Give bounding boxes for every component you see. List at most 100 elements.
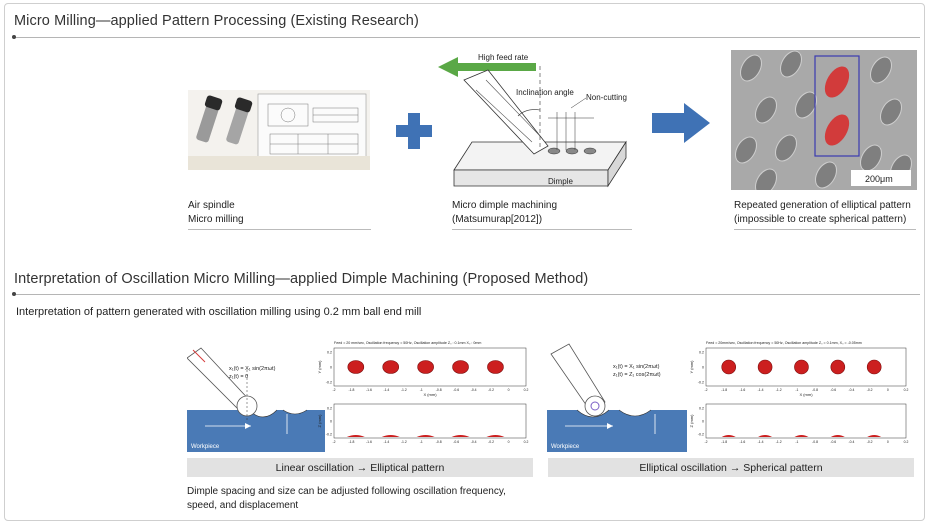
x-tick-label: -1 bbox=[795, 388, 798, 392]
x-tick-label: -0.4 bbox=[849, 440, 855, 444]
y-tick-label: -0.2 bbox=[698, 381, 704, 385]
x-tick-label: -1.6 bbox=[739, 440, 745, 444]
y-axis-label: Y (mm) bbox=[689, 360, 694, 374]
x-tick-label: -0.6 bbox=[453, 388, 459, 392]
feed-label: High feed rate bbox=[478, 53, 529, 62]
col1-underline bbox=[188, 229, 371, 230]
dimple-profile-mark bbox=[830, 435, 845, 437]
z-axis-label: Z (mm) bbox=[689, 414, 694, 428]
x-tick-label: -1.2 bbox=[401, 388, 407, 392]
note-line2: speed, and displacement bbox=[187, 500, 299, 511]
x-tick-label: 0 bbox=[887, 388, 889, 392]
dimple-profile-mark bbox=[346, 435, 365, 437]
linear-eq2: z₁(t) = 0 bbox=[229, 374, 248, 380]
x-tick-label: -1.4 bbox=[383, 388, 389, 392]
dimple-profile-mark bbox=[867, 435, 882, 437]
linear-eq1: x₁(t) = X₁ sin(2πωt) bbox=[229, 366, 276, 372]
z-axis-label: Z (mm) bbox=[317, 414, 322, 428]
plot-title: Feed = 20mm/sec, Oscillation frequency =… bbox=[706, 341, 862, 345]
dimple-mark bbox=[417, 360, 434, 374]
feed-direction-arrow bbox=[438, 57, 536, 77]
x-tick-label: 0 bbox=[508, 440, 510, 444]
y-tick-label: 0.2 bbox=[327, 407, 332, 411]
x-tick-label: -0.8 bbox=[812, 440, 818, 444]
x-tick-label: -0.4 bbox=[471, 440, 477, 444]
dimple-profile-mark bbox=[381, 435, 400, 437]
x-tick-label: -0.8 bbox=[812, 388, 818, 392]
linear-oscillation-plots: Feed = 20 mm/sec, Oscillation frequency … bbox=[317, 341, 529, 444]
col2-caption-line1: Micro dimple machining bbox=[452, 200, 558, 211]
scale-bar-label: 200μm bbox=[865, 174, 893, 184]
x-tick-label: -0.4 bbox=[849, 388, 855, 392]
x-tick-label: -0.8 bbox=[436, 440, 442, 444]
section-1-divider-dot bbox=[12, 35, 16, 39]
col1-caption-line1: Air spindle bbox=[188, 200, 235, 211]
dimple-profile-mark bbox=[721, 435, 736, 437]
elliptical-eq2: z₁(t) = Z₁ cos(2πωt) bbox=[613, 372, 661, 378]
plot-bottom-frame bbox=[705, 403, 907, 439]
dimple-mark bbox=[757, 359, 773, 375]
y-axis-label: Y (mm) bbox=[317, 360, 322, 374]
elliptical-oscillation-plots: Feed = 20mm/sec, Oscillation frequency =… bbox=[689, 341, 909, 444]
x-tick-label: -1 bbox=[795, 440, 798, 444]
y-tick-label: 0 bbox=[330, 366, 332, 370]
x-tick-label: -1.2 bbox=[776, 440, 782, 444]
dimple-mark bbox=[347, 360, 365, 374]
linear-workpiece-label: Workpiece bbox=[191, 444, 220, 450]
x-tick-label: -1.2 bbox=[776, 388, 782, 392]
col3-caption-line1: Repeated generation of elliptical patter… bbox=[734, 200, 911, 211]
x-tick-label: -0.8 bbox=[436, 388, 442, 392]
x-tick-label: -2 bbox=[332, 388, 335, 392]
dimple-profile-mark bbox=[758, 435, 773, 437]
x-tick-label: -1.6 bbox=[366, 388, 372, 392]
x-tick-label: -1 bbox=[420, 388, 423, 392]
section-2-intro: Interpretation of pattern generated with… bbox=[16, 306, 422, 318]
x-tick-label: -1.4 bbox=[758, 440, 764, 444]
col1-caption-line2: Micro milling bbox=[188, 214, 244, 225]
x-tick-label: -0.2 bbox=[867, 388, 873, 392]
x-tick-label: -2 bbox=[704, 388, 707, 392]
col3-underline bbox=[734, 229, 916, 230]
x-tick-label: -0.6 bbox=[830, 440, 836, 444]
x-tick-label: -0.2 bbox=[488, 388, 494, 392]
y-tick-label: 0.2 bbox=[699, 351, 704, 355]
noncutting-label: Non-cutting bbox=[586, 93, 627, 102]
x-tick-label: 0 bbox=[887, 440, 889, 444]
dimple-mark bbox=[866, 359, 882, 375]
x-tick-label: -0.6 bbox=[453, 440, 459, 444]
note-line1: Dimple spacing and size can be adjusted … bbox=[187, 486, 506, 497]
y-tick-label: -0.2 bbox=[698, 433, 704, 437]
x-tick-label: -0.2 bbox=[867, 440, 873, 444]
x-tick-label: 0.2 bbox=[524, 440, 529, 444]
x-tick-label: -1 bbox=[420, 440, 423, 444]
plot-bottom-frame bbox=[333, 403, 527, 439]
y-tick-label: 0.2 bbox=[699, 407, 704, 411]
x-tick-label: 0.2 bbox=[904, 440, 909, 444]
dimple-label: Dimple bbox=[548, 177, 573, 186]
x-tick-label: -0.2 bbox=[488, 440, 494, 444]
section-2-title: Interpretation of Oscillation Micro Mill… bbox=[14, 271, 589, 287]
dimple-profile-mark bbox=[451, 435, 470, 437]
x-tick-label: -0.4 bbox=[471, 388, 477, 392]
x-tick-label: -1.4 bbox=[383, 440, 389, 444]
elliptical-pattern-micrograph: 200μm bbox=[731, 50, 917, 190]
x-tick-label: 0.2 bbox=[524, 388, 529, 392]
dimple-mark bbox=[487, 360, 504, 374]
y-tick-label: -0.2 bbox=[326, 381, 332, 385]
elliptical-oscillation-diagram: x₁(t) = X₁ sin(2πωt) z₁(t) = Z₁ cos(2πωt… bbox=[547, 343, 687, 452]
x-tick-label: -2 bbox=[704, 440, 707, 444]
x-tick-label: 0 bbox=[508, 388, 510, 392]
y-tick-label: 0 bbox=[702, 366, 704, 370]
x-tick-label: -1.6 bbox=[366, 440, 372, 444]
dimple-mark bbox=[382, 360, 400, 374]
plot-title: Feed = 20 mm/sec, Oscillation frequency … bbox=[334, 341, 481, 345]
x-tick-label: -1.2 bbox=[401, 440, 407, 444]
air-spindle-image bbox=[188, 90, 370, 170]
x-tick-label: -1.8 bbox=[349, 388, 355, 392]
x-tick-label: -1.8 bbox=[349, 440, 355, 444]
x-axis-label: X (mm) bbox=[423, 392, 437, 397]
y-tick-label: 0.2 bbox=[327, 351, 332, 355]
col2-underline bbox=[452, 229, 632, 230]
col2-caption-line2: (Matsumurap[2012]) bbox=[452, 214, 543, 225]
y-tick-label: -0.2 bbox=[326, 433, 332, 437]
